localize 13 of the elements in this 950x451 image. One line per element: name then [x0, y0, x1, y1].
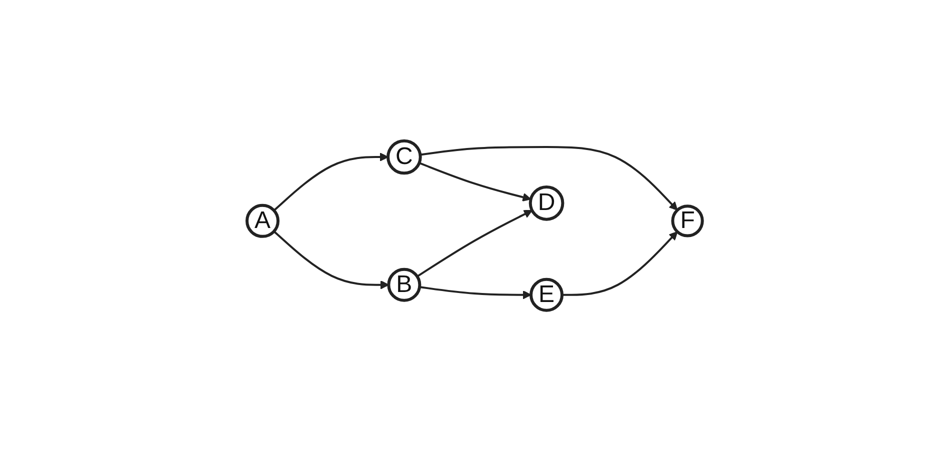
node-circle: C	[386, 138, 422, 174]
node-circle: A	[246, 204, 280, 238]
node-circle: F	[672, 204, 704, 237]
arrow	[419, 162, 532, 202]
arrow	[420, 286, 532, 299]
node-circle: E	[530, 277, 564, 312]
arrow	[274, 230, 390, 289]
arrow	[420, 146, 678, 210]
node-circle: D	[529, 185, 564, 220]
node-circle: B	[388, 267, 422, 302]
arrow	[417, 210, 533, 277]
arrow	[274, 152, 389, 211]
arrow	[562, 230, 678, 296]
